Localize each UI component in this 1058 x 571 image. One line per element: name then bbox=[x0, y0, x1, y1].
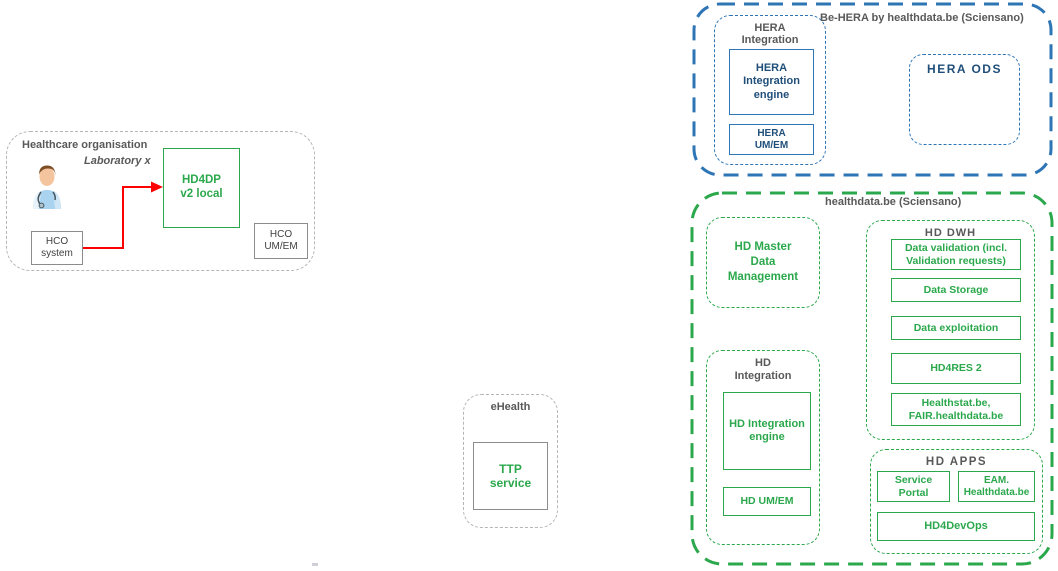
ttp-service-box: TTP service bbox=[473, 442, 548, 510]
data-exploitation-box: Data exploitation bbox=[891, 316, 1021, 340]
hd4dp-v2-local-box: HD4DP v2 local bbox=[163, 148, 240, 228]
hco-group bbox=[6, 131, 315, 271]
hco-system-box: HCO system bbox=[31, 231, 83, 265]
hd-dwh-title: HD DWH bbox=[924, 227, 977, 239]
hd-integration-engine-box: HD Integration engine bbox=[723, 392, 811, 470]
hera-ods-title: HERA ODS bbox=[927, 62, 1002, 76]
hd-integration-group bbox=[706, 350, 820, 545]
hco-group-subtitle: Laboratory x bbox=[84, 155, 151, 167]
hd-umem-box: HD UM/EM bbox=[723, 487, 811, 516]
ehealth-group bbox=[463, 394, 558, 528]
hera-ods-group bbox=[909, 54, 1020, 145]
behera-group-title: Be-HERA by healthdata.be (Sciensano) bbox=[820, 12, 1024, 24]
hd4res2-box: HD4RES 2 bbox=[891, 353, 1021, 384]
hd-master-data-management-box: HD Master Data Management bbox=[706, 217, 820, 308]
hd-apps-group bbox=[870, 449, 1043, 554]
hco-group-title: Healthcare organisation bbox=[22, 139, 148, 151]
hera-integration-group bbox=[714, 15, 826, 165]
hera-integration-title: HERA Integration bbox=[741, 22, 799, 47]
hd-dwh-group bbox=[866, 220, 1035, 440]
hco-umem-box: HCO UM/EM bbox=[254, 223, 308, 259]
hd4devops-box: HD4DevOps bbox=[877, 512, 1035, 541]
hera-umem-box: HERA UM/EM bbox=[729, 124, 814, 155]
artifact-mark bbox=[312, 563, 318, 566]
hd-integration-title: HD Integration bbox=[734, 357, 792, 382]
ehealth-group-title: eHealth bbox=[490, 401, 531, 413]
data-validation-box: Data validation (incl. Validation reques… bbox=[891, 239, 1021, 270]
hd-apps-title: HD APPS bbox=[925, 456, 988, 468]
eam-healthdata-box: EAM. Healthdata.be bbox=[958, 471, 1035, 502]
service-portal-box: Service Portal bbox=[877, 471, 950, 502]
healthdata-group-title: healthdata.be (Sciensano) bbox=[825, 196, 962, 208]
doctor-icon bbox=[33, 165, 61, 209]
healthstat-fair-box: Healthstat.be, FAIR.healthdata.be bbox=[891, 393, 1021, 426]
data-storage-box: Data Storage bbox=[891, 278, 1021, 302]
hera-integration-engine-box: HERA Integration engine bbox=[729, 49, 814, 115]
